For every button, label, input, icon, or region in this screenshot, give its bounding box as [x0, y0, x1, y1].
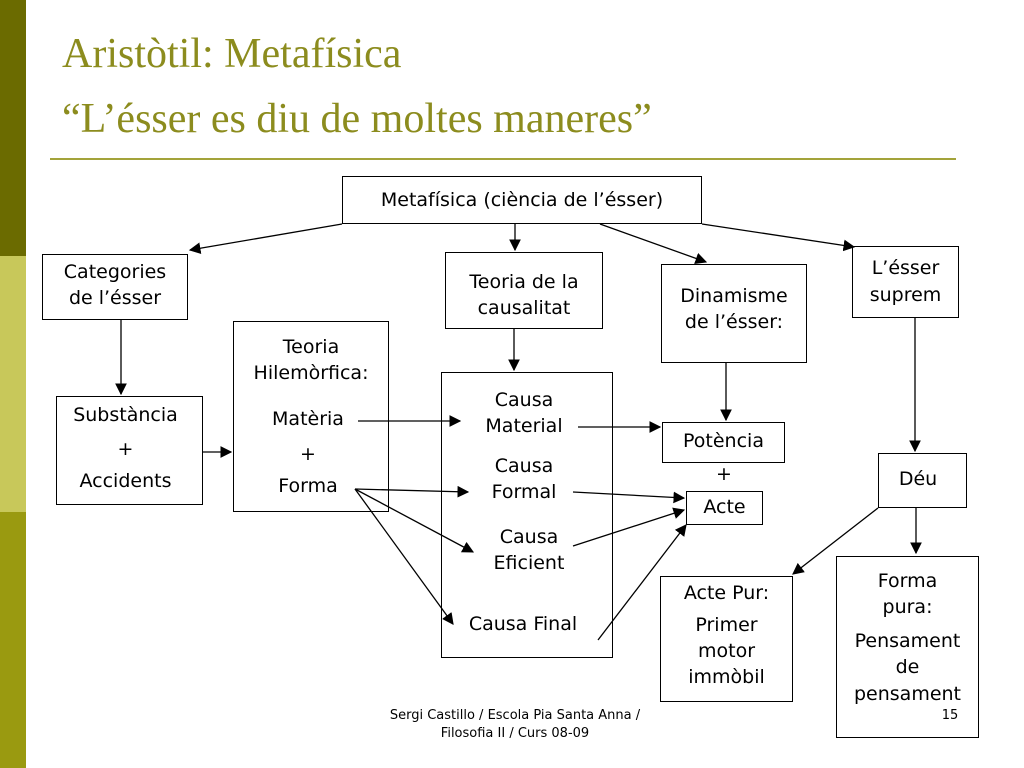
categories-line1: Categories [63, 261, 167, 283]
box-potencia [662, 422, 785, 463]
dinamisme-line2: de l’ésser: [684, 311, 784, 333]
categories-line2: de l’ésser [68, 287, 162, 309]
acte-pur-line1: Acte Pur: [683, 582, 770, 604]
causa-final-label: Causa Final [468, 613, 578, 635]
arrow-eficient-acte [572, 507, 686, 547]
arrow-root-categories [188, 223, 343, 254]
causa-material-line2: Material [485, 415, 563, 437]
causalitat-line2: causalitat [477, 297, 571, 319]
acte-pur-line4: immòbil [688, 666, 765, 688]
title-rule [50, 158, 956, 160]
causa-eficient-line2: Eficient [493, 552, 565, 574]
band-light [0, 256, 26, 512]
arrow-formal-acte [572, 491, 686, 504]
box-acte [686, 491, 763, 525]
root-label: Metafísica (ciència de l’ésser) [380, 189, 664, 211]
arrow-root-dinamisme [599, 223, 708, 264]
box-substancia [56, 396, 203, 505]
substancia-line2: + [117, 438, 134, 460]
suprem-line1: L’ésser [871, 257, 940, 279]
box-acte-pur [660, 576, 793, 702]
causa-eficient-line1: Causa [499, 526, 559, 548]
suprem-line2: suprem [869, 284, 942, 306]
arrow-final-acte [597, 524, 687, 641]
box-forma-pura [836, 556, 979, 738]
hilemorfica-line1: Teoria [282, 336, 340, 358]
acte-pur-line2: Primer [695, 614, 758, 636]
box-hilemorfica [233, 321, 389, 512]
page-number: 15 [941, 708, 959, 723]
dinamisme-line1: Dinamisme [680, 285, 788, 307]
forma-pura-line1: Forma [877, 570, 938, 592]
slide-title-line2: “L’ésser es diu de moltes maneres” [62, 96, 652, 142]
forma-label: Forma [278, 475, 338, 497]
forma-pura-line5: pensament [853, 683, 962, 705]
arrow-deu-actepur [792, 507, 879, 575]
substancia-line1: Substància [73, 404, 178, 426]
box-causes [441, 372, 613, 658]
band-dark [0, 0, 26, 256]
causa-formal-line1: Causa [494, 455, 554, 477]
box-root [342, 176, 702, 224]
potencia-label: Potència [683, 430, 764, 452]
causalitat-line1: Teoria de la [469, 271, 579, 293]
box-deu [878, 453, 967, 508]
arrow-forma-eficient [354, 488, 475, 553]
hilemorfica-plus: + [300, 443, 316, 465]
potencia-acte-plus: + [716, 463, 732, 485]
deu-label: Déu [898, 468, 938, 490]
forma-pura-line4: de [895, 656, 920, 678]
causa-material-line1: Causa [494, 389, 554, 411]
arrow-forma-formal [354, 485, 470, 498]
box-causalitat [445, 252, 603, 329]
footer-line2: Filosofia II / Curs 08-09 [440, 726, 590, 741]
arrow-root-suprem [701, 223, 856, 252]
hilemorfica-line2: Hilemòrfica: [253, 362, 369, 384]
arrow-forma-final [354, 488, 454, 625]
substancia-line3: Accidents [79, 470, 172, 492]
slide-title-line1: Aristòtil: Metafísica [62, 31, 402, 77]
band-mid [0, 512, 26, 768]
acte-pur-line3: motor [697, 640, 756, 662]
forma-pura-line3: Pensament [854, 630, 961, 652]
materia-label: Matèria [272, 408, 344, 430]
box-categories [42, 254, 188, 320]
box-esser-suprem [852, 246, 959, 318]
acte-label: Acte [703, 496, 746, 518]
box-dinamisme [661, 264, 807, 363]
forma-pura-line2: pura: [882, 596, 933, 618]
footer-line1: Sergi Castillo / Escola Pia Santa Anna / [389, 708, 641, 723]
causa-formal-line2: Formal [491, 481, 557, 503]
